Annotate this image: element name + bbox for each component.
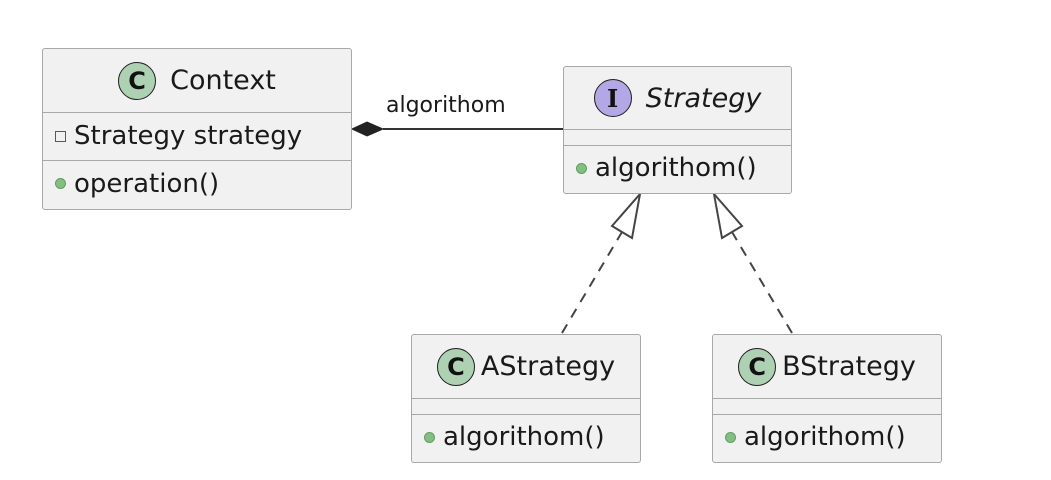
method-item: algorithom() [412, 415, 640, 459]
astrategy-methods: algorithom() [412, 415, 640, 461]
class-badge-icon: C [738, 347, 777, 386]
realization-arrowhead-bstrategy [712, 190, 744, 240]
method-text: operation() [74, 168, 220, 199]
private-visibility-icon [55, 130, 66, 142]
public-visibility-icon [576, 162, 587, 174]
class-name: AStrategy [480, 351, 616, 382]
class-name: Context [170, 65, 276, 96]
context-fields: Strategy strategy [43, 113, 351, 161]
public-visibility-icon [725, 431, 736, 443]
strategy-methods: algorithom() [564, 146, 791, 192]
realization-arrowhead-astrategy [610, 190, 642, 240]
method-text: algorithom() [595, 153, 757, 183]
bstrategy-class[interactable]: C BStrategy algorithom() [712, 334, 942, 463]
bstrategy-methods: algorithom() [713, 415, 941, 461]
astrategy-fields [412, 399, 640, 415]
field-item: Strategy strategy [43, 113, 351, 159]
realization-line-astrategy [561, 231, 623, 334]
strategy-interface[interactable]: I Strategy algorithom() [563, 66, 792, 194]
strategy-fields [564, 130, 791, 146]
public-visibility-icon [55, 178, 66, 189]
method-item: algorithom() [564, 146, 791, 190]
method-item: algorithom() [713, 415, 941, 459]
astrategy-class-header: C AStrategy [412, 335, 640, 399]
astrategy-class[interactable]: C AStrategy algorithom() [411, 334, 641, 463]
field-text: Strategy strategy [74, 121, 303, 151]
class-badge-icon: C [436, 347, 475, 386]
interface-name: Strategy [645, 82, 762, 114]
composition-diamond [350, 121, 385, 137]
context-class[interactable]: C Context Strategy strategy operation() [42, 48, 352, 210]
method-item: operation() [43, 161, 351, 206]
public-visibility-icon [424, 431, 435, 443]
bstrategy-class-header: C BStrategy [713, 335, 941, 399]
context-methods: operation() [43, 161, 351, 208]
method-text: algorithom() [443, 422, 605, 452]
composition-label: algorithom [386, 93, 506, 118]
strategy-interface-header: I Strategy [564, 67, 791, 130]
interface-badge-icon: I [593, 79, 632, 117]
bstrategy-fields [713, 399, 941, 415]
realization-line-bstrategy [731, 231, 793, 334]
method-text: algorithom() [744, 422, 906, 452]
class-badge-icon: C [118, 61, 157, 100]
class-name: BStrategy [782, 351, 916, 382]
context-class-header: C Context [43, 49, 351, 113]
